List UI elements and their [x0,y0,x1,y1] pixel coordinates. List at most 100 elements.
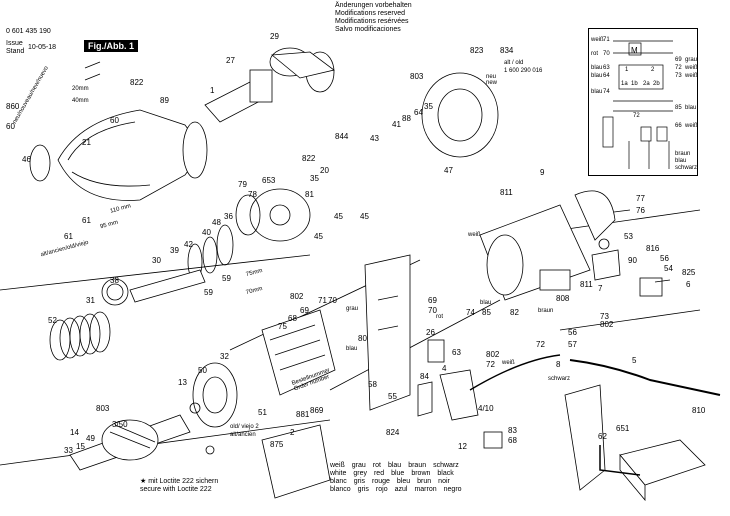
num-left-3: 64 [603,73,610,79]
mod-line-fr: Modifications resérvées [335,18,409,25]
mod-line-es: Salvo modificaciones [335,26,401,33]
label-56b: 56 [568,328,577,337]
legend-en-0: white [330,470,347,477]
label-56: 56 [660,254,669,263]
label-58: 58 [368,380,377,389]
label-61b: 61 [64,232,73,241]
legend-es-0: blanco [330,486,351,493]
alt-ancien-note: alt/ancien [230,432,256,438]
label-1: 1 [210,86,215,95]
label-85: 85 [482,308,491,317]
col-right-0: grau [685,57,698,63]
label-41: 41 [392,120,401,129]
num-left-2: 63 [603,65,610,71]
wire-left-2: blau [591,65,603,71]
part-number: 0 601 435 190 [6,28,51,35]
label-860: 860 [6,102,20,111]
label-78: 78 [248,190,257,199]
label-90: 90 [628,256,637,265]
wire-blau: blau [346,346,358,352]
label-2: 2 [290,428,295,437]
label-875: 875 [270,440,284,449]
label-822b: 822 [302,154,316,163]
label-48: 48 [212,218,221,227]
wire-left-3: blau [591,73,603,79]
loctite-en: secure with Loctite 222 [140,486,212,493]
label-6: 6 [686,280,691,289]
legend-en-5: black [437,470,454,477]
label-26: 26 [426,328,435,337]
label-811b: 811 [580,280,593,289]
label-5: 5 [632,356,637,365]
col-right-1: weiß [685,65,698,71]
num-right-1: 72 [675,65,682,71]
legend-en-4: brown [411,470,431,477]
label-810: 810 [692,406,706,415]
mod-line-de: Änderungen vorbehalten [335,2,412,9]
label-823: 823 [470,46,484,55]
legend-row-en: white grey red blue brown black [330,470,462,478]
label-881: 881 [296,410,310,419]
label-88: 88 [402,114,411,123]
switch-1a: 1a [621,81,628,87]
label-27: 27 [226,56,235,65]
label-43: 43 [370,134,379,143]
label-69b: 69 [428,296,437,305]
label-39: 39 [170,246,179,255]
label-70b: 70 [428,306,437,315]
label-69: 69 [300,306,309,315]
label-802b: 802 [600,320,614,329]
label-653: 653 [262,176,276,185]
neu-new-note: neu new [486,74,498,86]
label-81: 81 [305,190,314,199]
label-33: 33 [64,446,73,455]
label-35b: 35 [310,174,319,183]
wire-left-1: rot [591,51,599,57]
legend-es-2: rojo [375,486,388,493]
col-right-2: weiß [685,73,698,79]
label-68b: 68 [508,436,517,445]
label-29: 29 [270,32,279,41]
label-50: 50 [198,366,207,375]
label-79: 79 [238,180,247,189]
legend-es-1: gris [357,486,369,493]
label-89: 89 [160,96,169,105]
switch-2b: 2b [653,81,660,87]
alt-old-title: alt / old [504,60,524,66]
label-60: 60 [110,116,119,125]
wire-left-4: blau [591,89,603,95]
old-viejo-note: old/ viejo 2 [230,424,259,430]
label-4: 4 [442,364,447,373]
label-49: 49 [86,434,95,443]
label-844: 844 [335,132,349,141]
label-834: 834 [500,46,514,55]
legend-fr-4: brun [417,478,432,485]
legend-fr-3: bleu [396,478,411,485]
legend-fr-2: rouge [372,478,390,485]
label-61: 61 [82,216,91,225]
col-right-3: blau [685,105,697,111]
label-68: 68 [288,314,297,323]
label-53: 53 [624,232,633,241]
wire-braun: braun [538,308,554,314]
circuit-lines: M [602,40,673,169]
legend-fr-5: noir [438,478,450,485]
label-74: 74 [466,308,475,317]
label-802c: 802 [486,350,500,359]
label-13: 13 [178,378,187,387]
circuit-diagram: M weiß 71 rot 70 blau 63 blau 64 blau 74… [588,28,698,176]
label-811: 811 [500,188,513,197]
mod-line-en: Modifications reserved [335,10,406,17]
legend-de-2: rot [372,462,381,469]
label-20: 20 [320,166,329,175]
wire-grau: grau [346,306,359,312]
wire-left-0: weiß [591,37,604,43]
bottom-braun: braun [675,151,691,157]
label-80: 80 [358,334,367,343]
loctite-note: ★ mit Loctite 222 sichern secure with Lo… [140,478,218,494]
label-825: 825 [682,268,696,277]
label-72: 72 [536,340,545,349]
label-38: 38 [110,276,119,285]
label-32: 32 [220,352,229,361]
